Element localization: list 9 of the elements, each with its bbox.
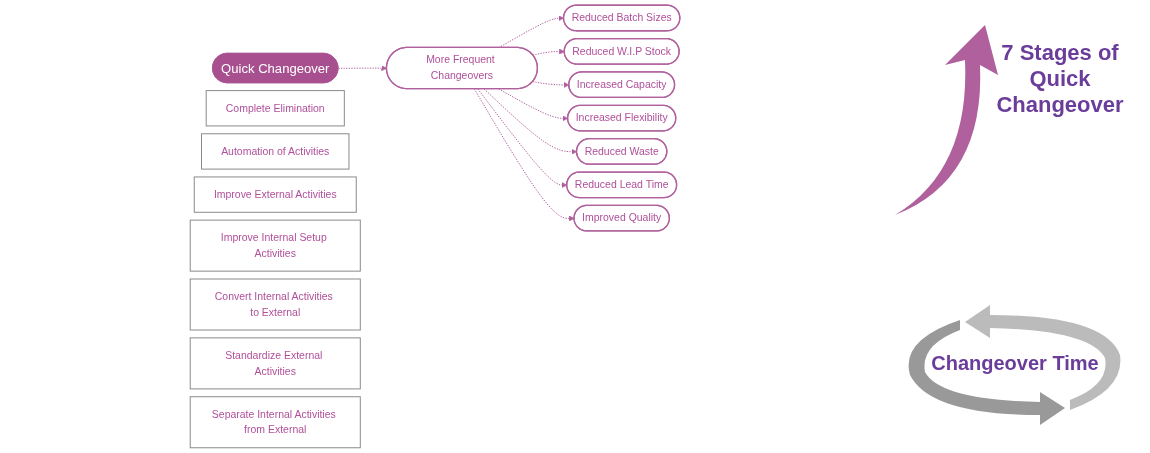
heading: 7 Stages of Quick Changeover xyxy=(995,40,1125,118)
node-box: Separate Internal Activities from External xyxy=(189,396,361,449)
node-box: Automation of Activities xyxy=(201,133,350,170)
node-box: Complete Elimination xyxy=(205,90,345,127)
cycle-label: Changeover Time xyxy=(930,352,1100,375)
node-box: Improve Internal Setup Activities xyxy=(189,219,361,272)
node-box: Improve External Activities xyxy=(193,176,357,213)
node-box: Convert Internal Activities to External xyxy=(189,278,361,331)
node-box: Standardize External Activities xyxy=(189,337,361,390)
